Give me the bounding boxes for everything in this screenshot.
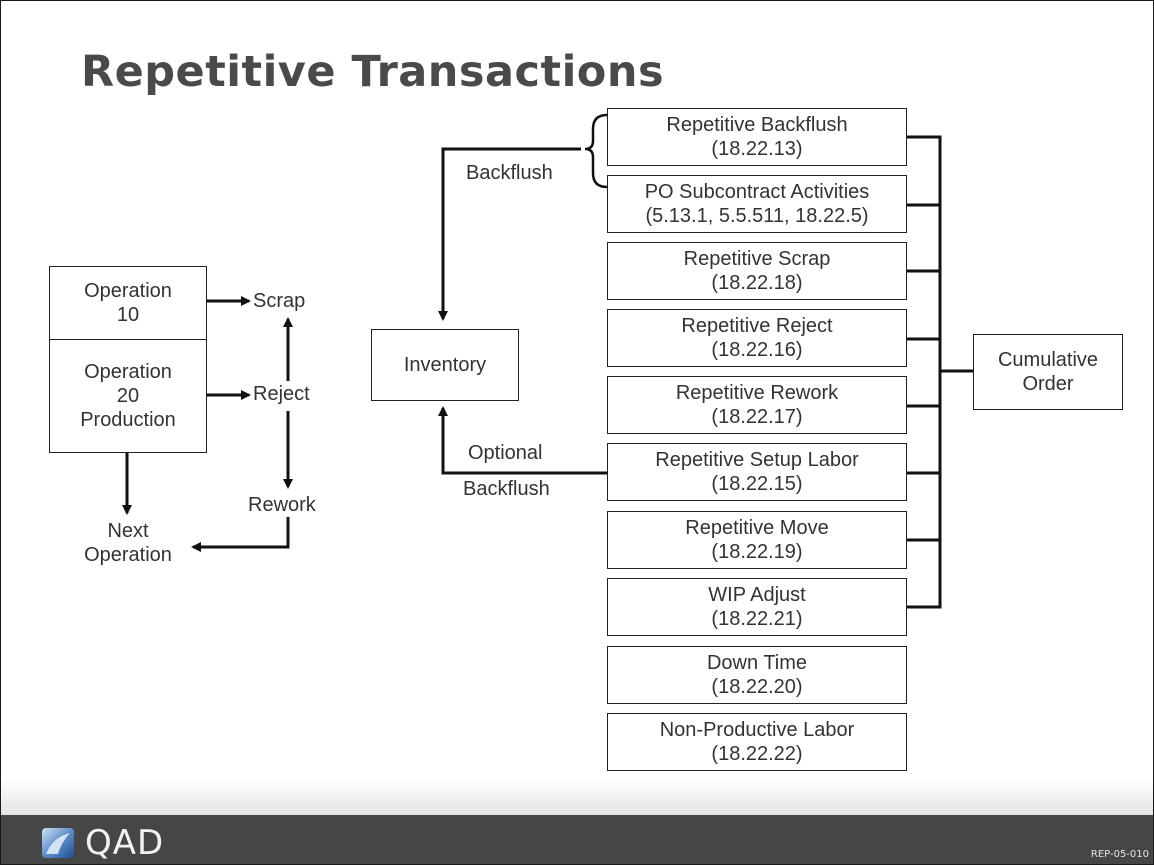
transaction-box: WIP Adjust (18.22.21) (607, 578, 907, 636)
transaction-box: PO Subcontract Activities (5.13.1, 5.5.5… (607, 175, 907, 233)
transaction-name: WIP Adjust (708, 584, 806, 606)
scrap-label: Scrap (253, 290, 306, 312)
footer-gradient (1, 779, 1153, 815)
qad-logo-icon (42, 828, 74, 858)
cumulative-order-box: Cumulative Order (973, 334, 1123, 410)
transaction-name: PO Subcontract Activities (644, 181, 870, 203)
transaction-code: (18.22.16) (711, 339, 803, 361)
backflush-brace (584, 113, 608, 189)
transaction-name: Repetitive Reject (681, 315, 833, 337)
transaction-name: Repetitive Move (685, 517, 829, 539)
arrow-optional-backflush-to-inventory (438, 406, 608, 475)
slide-code: REP-05-010 (1090, 849, 1149, 860)
transaction-box: Non-Productive Labor (18.22.22) (607, 713, 907, 771)
qad-logo-text: QAD (85, 823, 165, 863)
operation-10-number: 10 (116, 304, 140, 326)
transaction-code: (18.22.21) (711, 608, 803, 630)
qad-logo: QAD (41, 825, 164, 861)
operation-10-box: Operation 10 (49, 266, 207, 340)
transaction-name: Down Time (706, 652, 808, 674)
transaction-box: Repetitive Setup Labor (18.22.15) (607, 443, 907, 501)
operation-10-label: Operation (84, 280, 172, 302)
transaction-box: Repetitive Reject (18.22.16) (607, 309, 907, 367)
operation-20-number: 20 (116, 385, 140, 407)
arrow-rework-to-next (191, 517, 290, 552)
footer-bar (1, 815, 1153, 864)
next-label: Next (107, 520, 149, 542)
transaction-code: (18.22.19) (711, 541, 803, 563)
transaction-name: Repetitive Scrap (683, 248, 831, 270)
next-operation-label: Next Operation (61, 519, 195, 567)
bus-line (907, 135, 942, 609)
transaction-box: Repetitive Rework (18.22.17) (607, 376, 907, 434)
transaction-code: (18.22.20) (711, 676, 803, 698)
transaction-code: (18.22.17) (711, 406, 803, 428)
transaction-code: (18.22.22) (711, 743, 803, 765)
transaction-code: (5.13.1, 5.5.511, 18.22.5) (645, 205, 869, 227)
transaction-name: Repetitive Backflush (666, 114, 848, 136)
cumulative-label: Cumulative (997, 349, 1099, 371)
operation-20-production: Production (80, 409, 176, 431)
rework-label: Rework (248, 494, 316, 516)
arrow-backflush-to-inventory (438, 147, 581, 321)
transaction-box: Repetitive Scrap (18.22.18) (607, 242, 907, 300)
transaction-name: Repetitive Rework (675, 382, 839, 404)
transaction-code: (18.22.15) (711, 473, 803, 495)
slide-title: Repetitive Transactions (81, 47, 665, 97)
operation-label: Operation (84, 544, 172, 566)
transaction-box: Down Time (18.22.20) (607, 646, 907, 704)
optional-label: Optional (468, 442, 543, 464)
backflush-label: Backflush (466, 162, 553, 184)
operation-20-label: Operation (84, 361, 172, 383)
operation-20-box: Operation 20 Production (49, 339, 207, 453)
reject-label: Reject (253, 383, 310, 405)
transaction-name: Non-Productive Labor (659, 719, 855, 741)
transaction-code: (18.22.13) (711, 138, 803, 160)
inventory-box: Inventory (371, 329, 519, 401)
transaction-name: Repetitive Setup Labor (655, 449, 859, 471)
transaction-box: Repetitive Backflush (18.22.13) (607, 108, 907, 166)
transaction-code: (18.22.18) (711, 272, 803, 294)
inventory-label: Inventory (403, 354, 487, 376)
optional-backflush-label: Backflush (463, 478, 550, 500)
order-label: Order (1022, 373, 1074, 395)
transaction-box: Repetitive Move (18.22.19) (607, 511, 907, 569)
